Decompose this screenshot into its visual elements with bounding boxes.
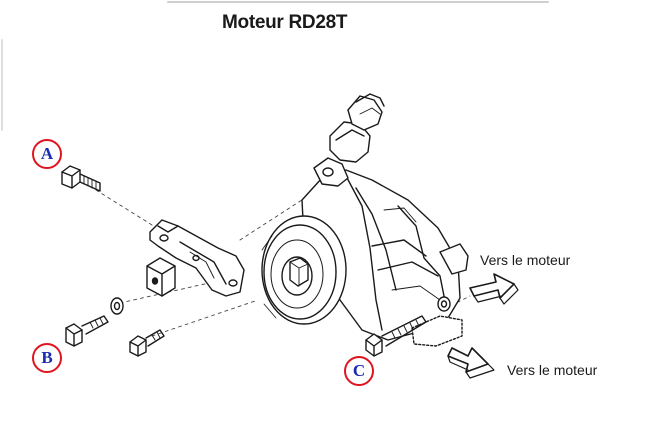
callout-a-letter: A (40, 144, 54, 163)
callout-c-letter: C (352, 361, 366, 380)
page-title: Moteur RD28T (222, 12, 348, 33)
spacer-block (146, 257, 176, 297)
bolt-lower-middle (129, 329, 165, 357)
callout-b-letter: B (41, 348, 53, 367)
bolt-a (61, 165, 101, 192)
callout-a: A (32, 139, 62, 169)
direction-label-upper: Vers le moteur (480, 252, 571, 268)
mounting-bracket (149, 219, 245, 297)
bolt-b (65, 315, 109, 347)
arrow-down-right-icon (447, 347, 495, 379)
bolt-c (365, 315, 427, 357)
arrow-right-icon (469, 273, 519, 305)
callout-b: B (32, 343, 62, 373)
washer (110, 297, 124, 315)
callout-c: C (344, 356, 374, 386)
direction-label-lower: Vers le moteur (507, 362, 598, 378)
pump-pulley (261, 215, 347, 325)
